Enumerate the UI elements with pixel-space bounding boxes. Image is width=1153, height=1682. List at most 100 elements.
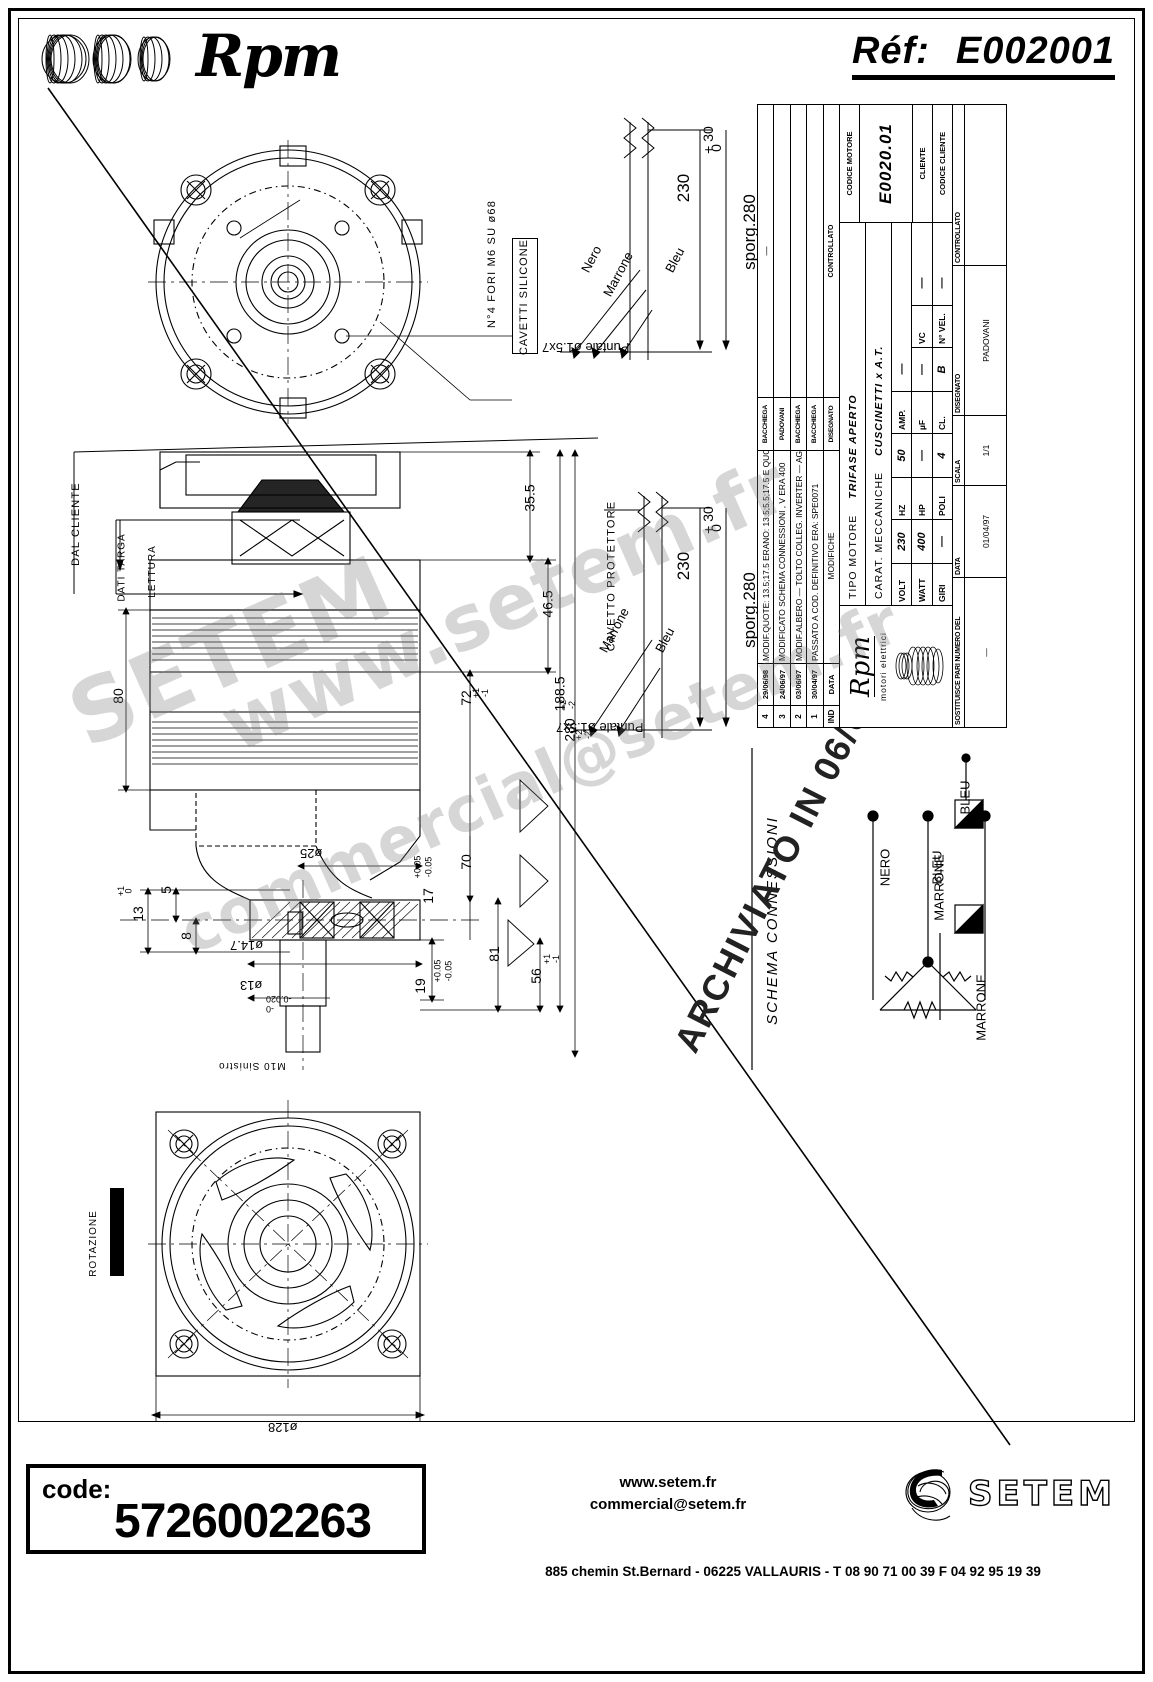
controllato-value bbox=[965, 105, 1006, 265]
table-header-row: IND DATA MODIFICHE DISEGNATO bbox=[823, 398, 840, 727]
reference-block: Réf:E002001 bbox=[851, 30, 1115, 80]
scala-label: SCALA bbox=[953, 416, 965, 485]
data-cell: DATA 01/04/97 bbox=[953, 485, 1006, 577]
codice-motore-block: CODICE MOTORE E0020.01 CLIENTE CODICE CL… bbox=[840, 105, 952, 223]
table-row: VOLT 230 HZ 50 AMP. — bbox=[892, 223, 913, 605]
rev-disegnato: BACCHIEGA bbox=[811, 404, 819, 444]
sostituisce-label: SOSTITUISCE PARI NUMERO DEL bbox=[953, 578, 965, 727]
rev-disegnato-header: DISEGNATO bbox=[827, 405, 835, 443]
rev-data-header: DATA bbox=[823, 663, 840, 705]
dim-46-5: 46.5 bbox=[539, 590, 556, 618]
mech-label: CARAT. MECCANICHE bbox=[872, 471, 885, 599]
motor-type-row: TIPO MOTORE TRIFASE APERTO bbox=[840, 223, 866, 605]
spec-key-poli: POLI bbox=[932, 477, 952, 519]
setem-contact: www.setem.fr commercial@setem.fr bbox=[458, 1472, 878, 1516]
spec-key-uf: µF bbox=[912, 391, 932, 433]
dim-230-tol-minus-top: 0 bbox=[707, 144, 724, 152]
cable-label-marrone-mid: Marrone bbox=[596, 605, 632, 656]
setem-address: 885 chemin St.Bernard - 06225 VALLAURIS … bbox=[545, 1564, 1041, 1579]
rev-dash-2 bbox=[774, 105, 791, 397]
rev-modifiche: MODIF.ALBERO — TOLTO COLLEG. INVERTER — … bbox=[790, 450, 807, 663]
dim-8: 8 bbox=[177, 932, 194, 940]
code-label: code: bbox=[42, 1474, 112, 1504]
cable-label-marrone-top: Marrone bbox=[600, 249, 636, 300]
spec-val-cl: B bbox=[932, 347, 952, 391]
spec-val-hp: — bbox=[912, 433, 932, 477]
conn-label-nero: NERO bbox=[877, 848, 893, 887]
cable-label-nero-top: Nero bbox=[578, 243, 605, 276]
dim-80: 80 bbox=[109, 688, 126, 704]
note-mio-sinistro: M10 Sinistro bbox=[218, 1060, 286, 1071]
outer-frame bbox=[8, 8, 1145, 1674]
rev-dash-1: — bbox=[758, 105, 775, 397]
spec-key-giri: GIRI bbox=[932, 563, 952, 605]
spec-val-nvel: — bbox=[936, 277, 949, 289]
spec-key-nvel: N° VEL. bbox=[932, 305, 952, 347]
spec-val-hz: 50 bbox=[892, 433, 912, 477]
rev-ind: 1 bbox=[807, 705, 823, 727]
dim-5: 5 bbox=[157, 886, 174, 894]
disegnato-value: PADOVANI bbox=[980, 319, 991, 362]
disegnato-cell: DISEGNATO PADOVANI bbox=[953, 265, 1006, 415]
dim-230-mid: 230 bbox=[674, 551, 694, 581]
rev-disegnato: PADOVANI bbox=[778, 407, 786, 441]
dim-d13-tol: -0.020 -0 bbox=[266, 994, 292, 1014]
spec-val-watt: 400 bbox=[912, 519, 932, 563]
title-block-footer: SOSTITUISCE PARI NUMERO DEL — DATA 01/04… bbox=[952, 105, 1006, 727]
revision-table: 4 29/06/98 MODIF.QUOTE: 13.5;17.5 ERANO:… bbox=[758, 105, 840, 727]
conn-side-label-marrone: MARRONE bbox=[973, 974, 989, 1041]
spec-key-hz: HZ bbox=[892, 477, 912, 519]
spec-val-volt: 230 bbox=[892, 519, 912, 563]
dim-d13: ø13 bbox=[240, 978, 263, 993]
disegnato-label: DISEGNATO bbox=[953, 266, 965, 415]
cable-label-bleu-mid: Bleu bbox=[652, 625, 678, 656]
sostituisce-value: — bbox=[980, 648, 991, 657]
dim-13: 13 bbox=[129, 906, 146, 922]
table-row: 4 29/06/98 MODIF.QUOTE: 13.5;17.5 ERANO:… bbox=[758, 398, 775, 727]
codice-motore-label: CODICE MOTORE bbox=[840, 105, 860, 222]
rev-ind: 4 bbox=[758, 705, 774, 727]
cable-label-bleu-top: Bleu bbox=[662, 245, 688, 276]
note-cavetti-silicone: CAVETTI SILICONE bbox=[512, 238, 538, 355]
rpm-wordmark: Rpm bbox=[196, 22, 342, 90]
motor-coil-icon bbox=[895, 647, 943, 686]
spec-val-vc: — bbox=[915, 277, 928, 289]
rev-data: 24/06/97 bbox=[774, 663, 790, 705]
puntale-label-top: Puntale ø1.5x7 bbox=[542, 340, 630, 355]
rev-ind: 3 bbox=[774, 705, 790, 727]
spec-val-uf: — bbox=[912, 347, 932, 391]
dim-81: 81 bbox=[485, 946, 502, 962]
rev-data: 29/06/98 bbox=[758, 663, 774, 705]
spec-val-poli: 4 bbox=[932, 433, 952, 477]
data-value: 01/04/97 bbox=[980, 514, 991, 549]
table-row: 2 03/06/97 MODIF.ALBERO — TOLTO COLLEG. … bbox=[790, 398, 808, 727]
ref-value: E002001 bbox=[955, 30, 1115, 72]
rpm-logo: Rpm bbox=[36, 22, 366, 90]
dim-230-tol-minus-mid: 0 bbox=[707, 524, 724, 532]
data-label: DATA bbox=[953, 486, 965, 577]
sostituisce-cell: SOSTITUISCE PARI NUMERO DEL — bbox=[953, 577, 1006, 727]
rev-ind: 2 bbox=[790, 705, 807, 727]
rev-data: 03/06/97 bbox=[790, 663, 807, 705]
scala-cell: SCALA 1/1 bbox=[953, 415, 1006, 485]
spec-key-watt: WATT bbox=[912, 563, 932, 605]
spec-val-giri: — bbox=[932, 519, 952, 563]
conn-label-marrone: MARRONE bbox=[931, 854, 947, 921]
controllato-label: CONTROLLATO bbox=[953, 105, 965, 265]
rev-modifiche: MODIFICATO SCHEMA CONNESSIONI , V ERA 40… bbox=[774, 450, 790, 663]
setem-website: www.setem.fr bbox=[619, 1474, 717, 1491]
cliente-label: CLIENTE bbox=[912, 105, 932, 222]
conn-side-label-bleu: BLEU bbox=[957, 780, 973, 815]
rpm-title-logo: Rpm motori elettrici bbox=[840, 605, 952, 727]
table-row: 3 24/06/97 MODIFICATO SCHEMA CONNESSIONI… bbox=[774, 398, 791, 727]
rev-data: 30/04/97 bbox=[807, 663, 823, 705]
code-box: code: 5726002263 bbox=[26, 1464, 426, 1554]
motor-type-value: TRIFASE APERTO bbox=[846, 394, 859, 499]
coil-logo-icon bbox=[41, 34, 171, 84]
spec-val-amp: — bbox=[895, 363, 908, 375]
rev-modifiche: MODIF.QUOTE: 13.5;17.5 ERANO: 13.5;5.5;1… bbox=[758, 450, 774, 663]
rev-ind-header: IND bbox=[823, 705, 840, 727]
dim-230-top: 230 bbox=[674, 173, 694, 203]
spec-key-volt: VOLT bbox=[892, 563, 912, 605]
